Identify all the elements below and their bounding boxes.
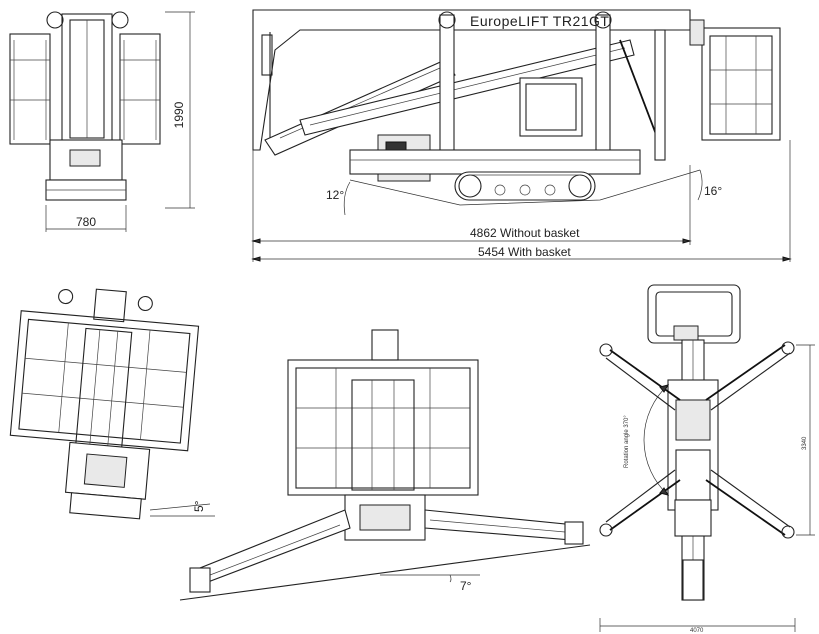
bottom-width: 4070 (690, 628, 704, 634)
top-view: Rotation angle 370° 3340 4070 (599, 284, 815, 634)
front-view: 1990 780 (9, 11, 195, 232)
outrigger-span: 3340 (802, 436, 808, 450)
height-dimension: 1990 (172, 101, 186, 128)
lateral-tilt-angle: 7° (460, 579, 472, 593)
rear-slope-angle: 16° (704, 184, 722, 198)
side-tilt-angle: 5° (192, 500, 206, 512)
lateral-tilt-view: 7° (179, 329, 591, 601)
side-view: EuropeLIFT TR21GT 12° 16° 4862 Without b… (251, 9, 792, 262)
length-with-basket: 5454 With basket (478, 245, 571, 259)
rotation-angle: Rotation angle 370° (624, 415, 630, 468)
tilted-rear-view (9, 288, 200, 520)
length-without-basket: 4862 Without basket (470, 226, 580, 240)
model-label: EuropeLIFT TR21GT (470, 13, 609, 29)
front-slope-angle: 12° (326, 188, 344, 202)
width-dimension: 780 (76, 215, 96, 229)
